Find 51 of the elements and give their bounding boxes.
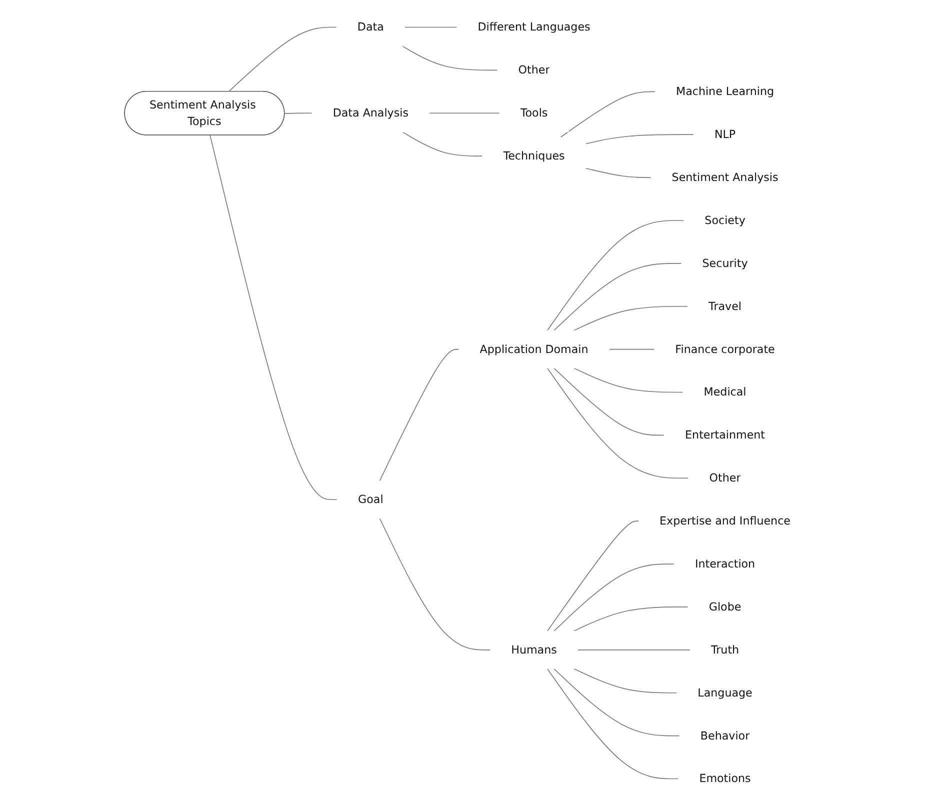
connector <box>585 168 652 178</box>
node-text: Data <box>358 20 384 34</box>
node-text: Goal <box>358 492 384 506</box>
connector <box>284 112 313 114</box>
node-text: Travel <box>708 299 742 313</box>
node-text: Different Languages <box>478 20 590 34</box>
connector <box>546 520 640 632</box>
connector <box>554 668 680 736</box>
connector <box>554 368 665 436</box>
node-text: Language <box>698 686 752 700</box>
connector <box>585 134 694 144</box>
node-text: Truth <box>711 642 740 656</box>
node-text: Globe <box>708 600 742 614</box>
node-text: Society <box>704 214 746 227</box>
node-text: Finance corporate <box>675 342 775 356</box>
connector <box>546 368 690 479</box>
node-text: Tools <box>520 106 548 120</box>
node-text: Expertise and Influence <box>660 514 791 528</box>
node-text: Sentiment Analysis <box>672 170 778 184</box>
node-text: Techniques <box>503 149 565 162</box>
node-text: Behavior <box>700 728 750 742</box>
node-text: Machine Learning <box>676 84 774 98</box>
connector <box>560 91 656 138</box>
node-text: Other <box>518 63 550 76</box>
node-text: Data Analysis <box>332 106 409 120</box>
connector <box>402 131 483 156</box>
node-text: Entertainment <box>685 428 766 442</box>
connector <box>573 668 678 694</box>
node-text: Humans <box>511 642 557 656</box>
connector <box>379 518 491 650</box>
connector <box>402 46 498 71</box>
node-text: Medical <box>704 385 746 398</box>
connector <box>573 606 689 632</box>
connector <box>428 112 500 114</box>
node-text: NLP <box>714 128 736 141</box>
connector <box>546 668 679 780</box>
node-text: Other <box>709 471 741 484</box>
connector <box>608 348 655 350</box>
connector <box>210 134 338 500</box>
node-text: Interaction <box>695 557 756 570</box>
node-text: Application Domain <box>480 342 588 356</box>
connector <box>379 348 460 482</box>
node-text: Security <box>702 256 748 270</box>
connector <box>228 26 338 92</box>
connector <box>573 368 684 393</box>
connector <box>554 263 682 332</box>
connector <box>573 306 688 332</box>
connector <box>554 564 675 632</box>
connector <box>546 220 684 332</box>
connector <box>404 26 458 28</box>
node-text: Emotions <box>699 772 751 785</box>
